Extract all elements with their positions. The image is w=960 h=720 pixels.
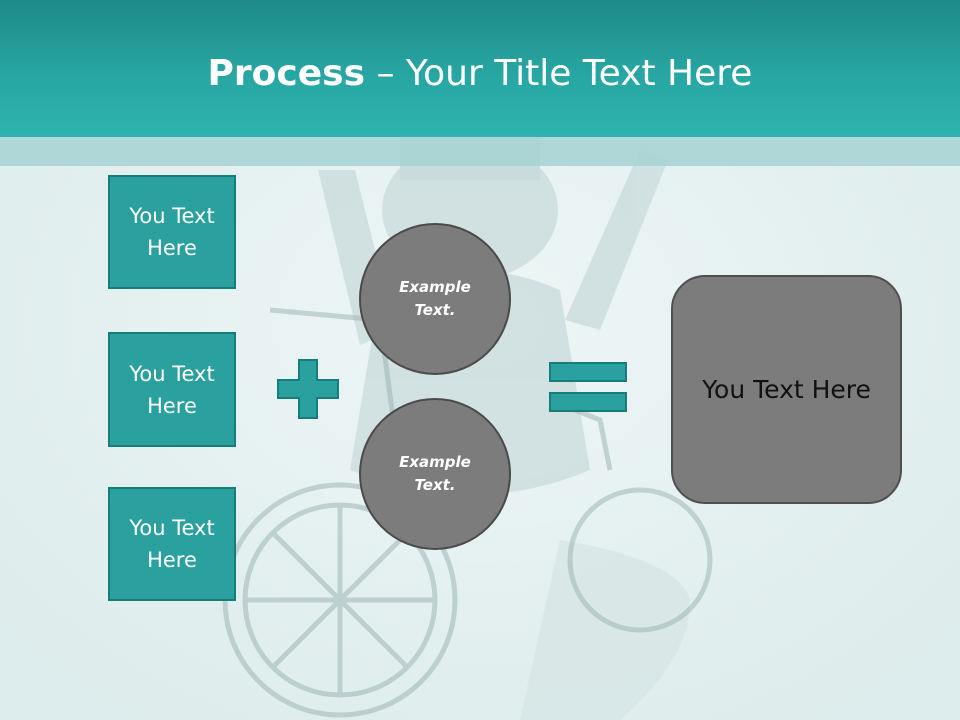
example-circle-text: Example Text. [399, 278, 471, 319]
result-text: You Text Here [702, 375, 871, 404]
equals-bar-top [549, 362, 627, 382]
title-band [0, 137, 960, 166]
example-circle-text: Example Text. [399, 453, 471, 494]
equals-bar-bottom [549, 392, 627, 412]
slide-title-rest: – Your Title Text Here [365, 53, 753, 94]
left-text-box-label: You Text Here [129, 361, 215, 418]
slide-title-bold: Process [207, 53, 366, 94]
left-text-box-3: You Text Here [108, 487, 236, 601]
example-circle-1: Example Text. [359, 223, 511, 375]
left-text-box-label: You Text Here [129, 204, 215, 260]
example-circle-2: Example Text. [359, 398, 511, 550]
slide-title: Process – Your Title Text Here [0, 52, 960, 96]
title-bar: Process – Your Title Text Here [0, 0, 960, 137]
plus-icon [277, 359, 339, 419]
left-text-box-1: You Text Here [108, 175, 236, 289]
left-text-box-label: You Text Here [129, 516, 215, 572]
left-text-box-2: You Text Here [108, 332, 236, 447]
result-box: You Text Here [671, 275, 902, 504]
